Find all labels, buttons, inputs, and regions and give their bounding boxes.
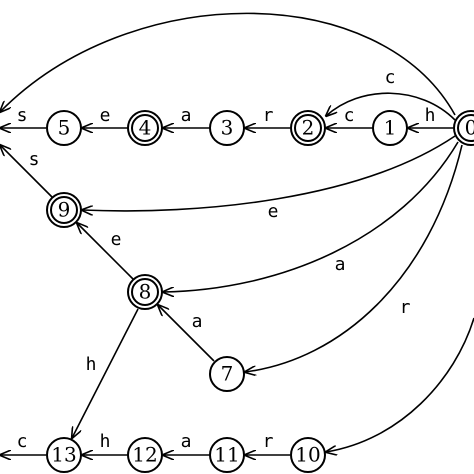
edge-label: h bbox=[425, 105, 436, 126]
edge-label: a bbox=[192, 311, 203, 332]
edge-label: r bbox=[263, 105, 274, 126]
state-label: 11 bbox=[214, 443, 239, 467]
state-label: 0 bbox=[465, 116, 474, 140]
state-node-0: 0 bbox=[453, 110, 474, 146]
state-circle bbox=[209, 356, 245, 392]
accepting-ring bbox=[50, 196, 78, 224]
state-label: 2 bbox=[302, 116, 315, 140]
edge-label: h bbox=[100, 431, 111, 452]
edge-e7-8 bbox=[158, 305, 215, 362]
edge-label: c bbox=[17, 431, 28, 452]
state-label: 13 bbox=[51, 443, 76, 467]
state-circle bbox=[46, 110, 82, 146]
state-node-12: 12 bbox=[127, 437, 163, 473]
state-node-4: 4 bbox=[127, 110, 163, 146]
edge-e9-out bbox=[0, 145, 53, 198]
edge-label: c bbox=[344, 105, 355, 126]
state-label: 5 bbox=[58, 116, 71, 140]
state-circle bbox=[372, 110, 408, 146]
edge-label: a bbox=[335, 254, 346, 275]
state-circle bbox=[46, 437, 82, 473]
state-node-13: 13 bbox=[46, 437, 82, 473]
edge-e-right-arc bbox=[326, 317, 474, 452]
edge-label: a bbox=[181, 105, 192, 126]
edge-label: h bbox=[86, 354, 97, 375]
state-circle bbox=[127, 437, 163, 473]
edge-label: e bbox=[111, 229, 122, 250]
state-label: 12 bbox=[132, 443, 157, 467]
state-node-5: 5 bbox=[46, 110, 82, 146]
edge-label: a bbox=[181, 431, 192, 452]
edge-e0-8 bbox=[163, 141, 459, 292]
edge-labels-layer: h c c r a e s s e a r e a h r a h c bbox=[17, 67, 436, 452]
edge-e8-13 bbox=[72, 308, 139, 438]
state-node-9: 9 bbox=[46, 192, 82, 228]
state-node-10: 10 bbox=[290, 437, 326, 473]
edge-label: s bbox=[29, 149, 40, 170]
edge-label: r bbox=[400, 297, 411, 318]
state-node-2: 2 bbox=[290, 110, 326, 146]
accepting-ring bbox=[457, 114, 474, 142]
edge-label: e bbox=[268, 201, 279, 222]
edge-label: c bbox=[385, 67, 396, 88]
edge-label: e bbox=[100, 105, 111, 126]
edge-e-top-arc bbox=[0, 12, 456, 116]
edges-layer bbox=[0, 12, 474, 455]
edge-label: s bbox=[17, 105, 28, 126]
state-label: 10 bbox=[295, 443, 320, 467]
state-label: 9 bbox=[58, 198, 71, 222]
state-label: 1 bbox=[384, 116, 397, 140]
state-node-1: 1 bbox=[372, 110, 408, 146]
edge-label: r bbox=[263, 431, 274, 452]
accepting-ring bbox=[131, 114, 159, 142]
state-circle bbox=[209, 437, 245, 473]
edge-e0-9 bbox=[82, 135, 456, 211]
state-circle bbox=[453, 110, 474, 146]
state-node-8: 8 bbox=[127, 274, 163, 310]
accepting-ring bbox=[294, 114, 322, 142]
state-label: 7 bbox=[221, 362, 234, 386]
edge-e0-7 bbox=[245, 144, 463, 372]
state-node-3: 3 bbox=[209, 110, 245, 146]
accepting-ring bbox=[131, 278, 159, 306]
edge-e8-9 bbox=[77, 223, 134, 280]
edge-e0-2 bbox=[326, 92, 456, 121]
state-label: 3 bbox=[221, 116, 234, 140]
state-circle bbox=[209, 110, 245, 146]
state-circle bbox=[290, 437, 326, 473]
state-node-11: 11 bbox=[209, 437, 245, 473]
state-label: 4 bbox=[139, 116, 152, 140]
state-node-7: 7 bbox=[209, 356, 245, 392]
state-label: 8 bbox=[139, 280, 152, 304]
